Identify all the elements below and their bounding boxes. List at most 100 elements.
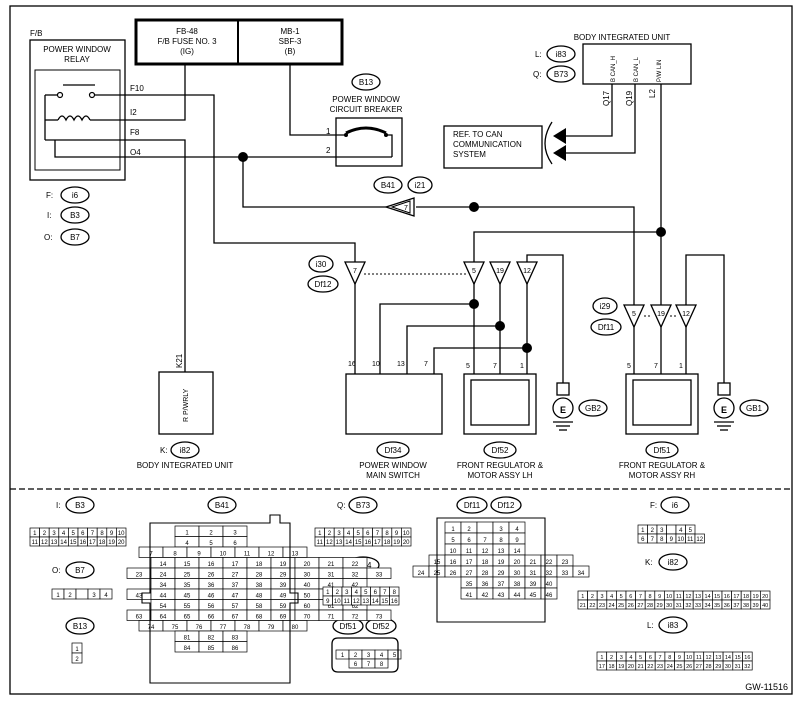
pin-label: 22 (589, 603, 595, 609)
pin-label: 20 (403, 540, 410, 546)
cv-i82-id: i82 (668, 558, 679, 567)
pin-label: 15 (714, 594, 720, 600)
pin-label: 1 (75, 647, 79, 653)
rlh-pin-1: 1 (520, 363, 524, 370)
jcr-conn-df11: Df11 (598, 323, 615, 332)
jcl-pin-7: 7 (343, 261, 367, 286)
breaker-conn-id: B13 (359, 78, 374, 87)
pin-label: 38 (514, 582, 521, 588)
pin-label: 42 (352, 583, 359, 589)
biu-top-conn-i83: i83 (556, 50, 567, 59)
jcl-pin-5: 5 (462, 261, 486, 286)
can-ref-line3: SYSTEM (453, 150, 486, 159)
pin-label: 22 (546, 560, 553, 566)
pin-label: 14 (345, 540, 352, 546)
can-ref-line1: REF. TO CAN (453, 130, 503, 139)
pin-label: 7 (659, 655, 662, 661)
cv-i6-prefix: F: (650, 501, 657, 510)
ms-pin-13: 13 (397, 361, 405, 368)
pin-label: 11 (32, 540, 39, 546)
pin-label: 31 (676, 603, 682, 609)
cv-df11-id: Df11 (464, 501, 481, 510)
rrh-pin-5: 5 (627, 363, 631, 370)
pin-label: 24 (160, 573, 167, 579)
jcr-conn-i29: i29 (600, 302, 611, 311)
outer-frame (9, 5, 793, 695)
pin-label: 25 (618, 603, 624, 609)
pin-label: 26 (686, 664, 692, 670)
pin-label: 13 (292, 552, 299, 558)
pin-cell (540, 587, 558, 600)
pin-label: 2 (75, 657, 79, 663)
pin-label: 4 (185, 541, 189, 547)
connector-grid-b13: 12 (71, 642, 83, 664)
pin-label: 13 (336, 540, 343, 546)
pin-label: 23 (657, 664, 663, 670)
pin-label: 27 (466, 571, 473, 577)
pin-label: 6 (374, 590, 378, 596)
pin-label: 6 (467, 538, 471, 544)
pin-label: 19 (108, 540, 115, 546)
pin-label: 31 (735, 664, 741, 670)
pin-label: 24 (418, 571, 425, 577)
pin-label: 34 (578, 571, 585, 577)
fuse-boxes: FB-48 F/B FUSE NO. 3 (IG) MB-1 SBF-3 (B) (134, 18, 344, 66)
rrh-title-2: MOTOR ASSY RH (629, 471, 696, 480)
pin-cell (366, 609, 392, 621)
pin-label: 6 (629, 594, 632, 600)
pin-label: 13 (715, 655, 721, 661)
pin-label: 10 (677, 537, 684, 543)
pin-label: 10 (334, 599, 341, 605)
pin-label: 29 (280, 573, 287, 579)
pin-cell (366, 567, 392, 579)
pin-label: 75 (172, 625, 179, 631)
relay-coil-icon (57, 115, 91, 122)
main-switch: 16 10 13 7 Df34 POWER WINDOW MAIN SWITCH (345, 361, 443, 480)
relay-conn-b7: B7 (70, 233, 80, 242)
pin-label: 19 (393, 540, 400, 546)
pin-label: 14 (372, 599, 379, 605)
pin-label: 67 (232, 615, 239, 621)
pin-label: 82 (208, 636, 215, 642)
pin-label: 35 (466, 582, 473, 588)
pin-label: 9 (326, 599, 330, 605)
cv-b13-id: B13 (73, 622, 88, 631)
pin-label: 4 (347, 531, 351, 537)
pin-label: 17 (374, 540, 381, 546)
biu-top-prefix-l: L: (535, 50, 542, 59)
pin-label: 16 (744, 655, 750, 661)
pin-label: 83 (232, 636, 239, 642)
joint-connector: B41 i21 7 (373, 176, 433, 217)
fuse-mb1-name: MB-1 (280, 27, 300, 36)
pin-label: 1 (185, 531, 189, 537)
pin-label: 4 (380, 653, 384, 659)
ground-gb2: E GB2 (552, 382, 608, 431)
pin-label: 58 (256, 604, 263, 610)
rlh-conn-df52: Df52 (492, 446, 509, 455)
pin-label: 57 (232, 604, 239, 610)
pin-label: 8 (380, 662, 384, 668)
wires (54, 64, 725, 383)
pin-label: 13 (695, 594, 701, 600)
pin-label: 5 (451, 538, 455, 544)
biu-top: BODY INTEGRATED UNIT L: i83 Q: B73 B CAN… (533, 33, 692, 106)
pin-label: 21 (638, 664, 644, 670)
pin-label: 9 (670, 537, 674, 543)
pin-label: 60 (304, 604, 311, 610)
pin-label: 16 (364, 540, 371, 546)
pin-label: 8 (499, 538, 503, 544)
pin-label: 14 (160, 562, 167, 568)
pin-label: 23 (562, 560, 569, 566)
pin-label: 16 (450, 560, 457, 566)
pin-label: 16 (79, 540, 86, 546)
pin-label: 30 (304, 573, 311, 579)
pin-label: 14 (514, 549, 521, 555)
ground-gb2-label: GB2 (585, 404, 602, 413)
pin-label: 1 (341, 653, 345, 659)
pin-label: 9 (658, 594, 661, 600)
pin-label: 2 (336, 590, 340, 596)
cv-b73-prefix: Q: (337, 501, 345, 510)
pin-label: 3 (600, 594, 603, 600)
